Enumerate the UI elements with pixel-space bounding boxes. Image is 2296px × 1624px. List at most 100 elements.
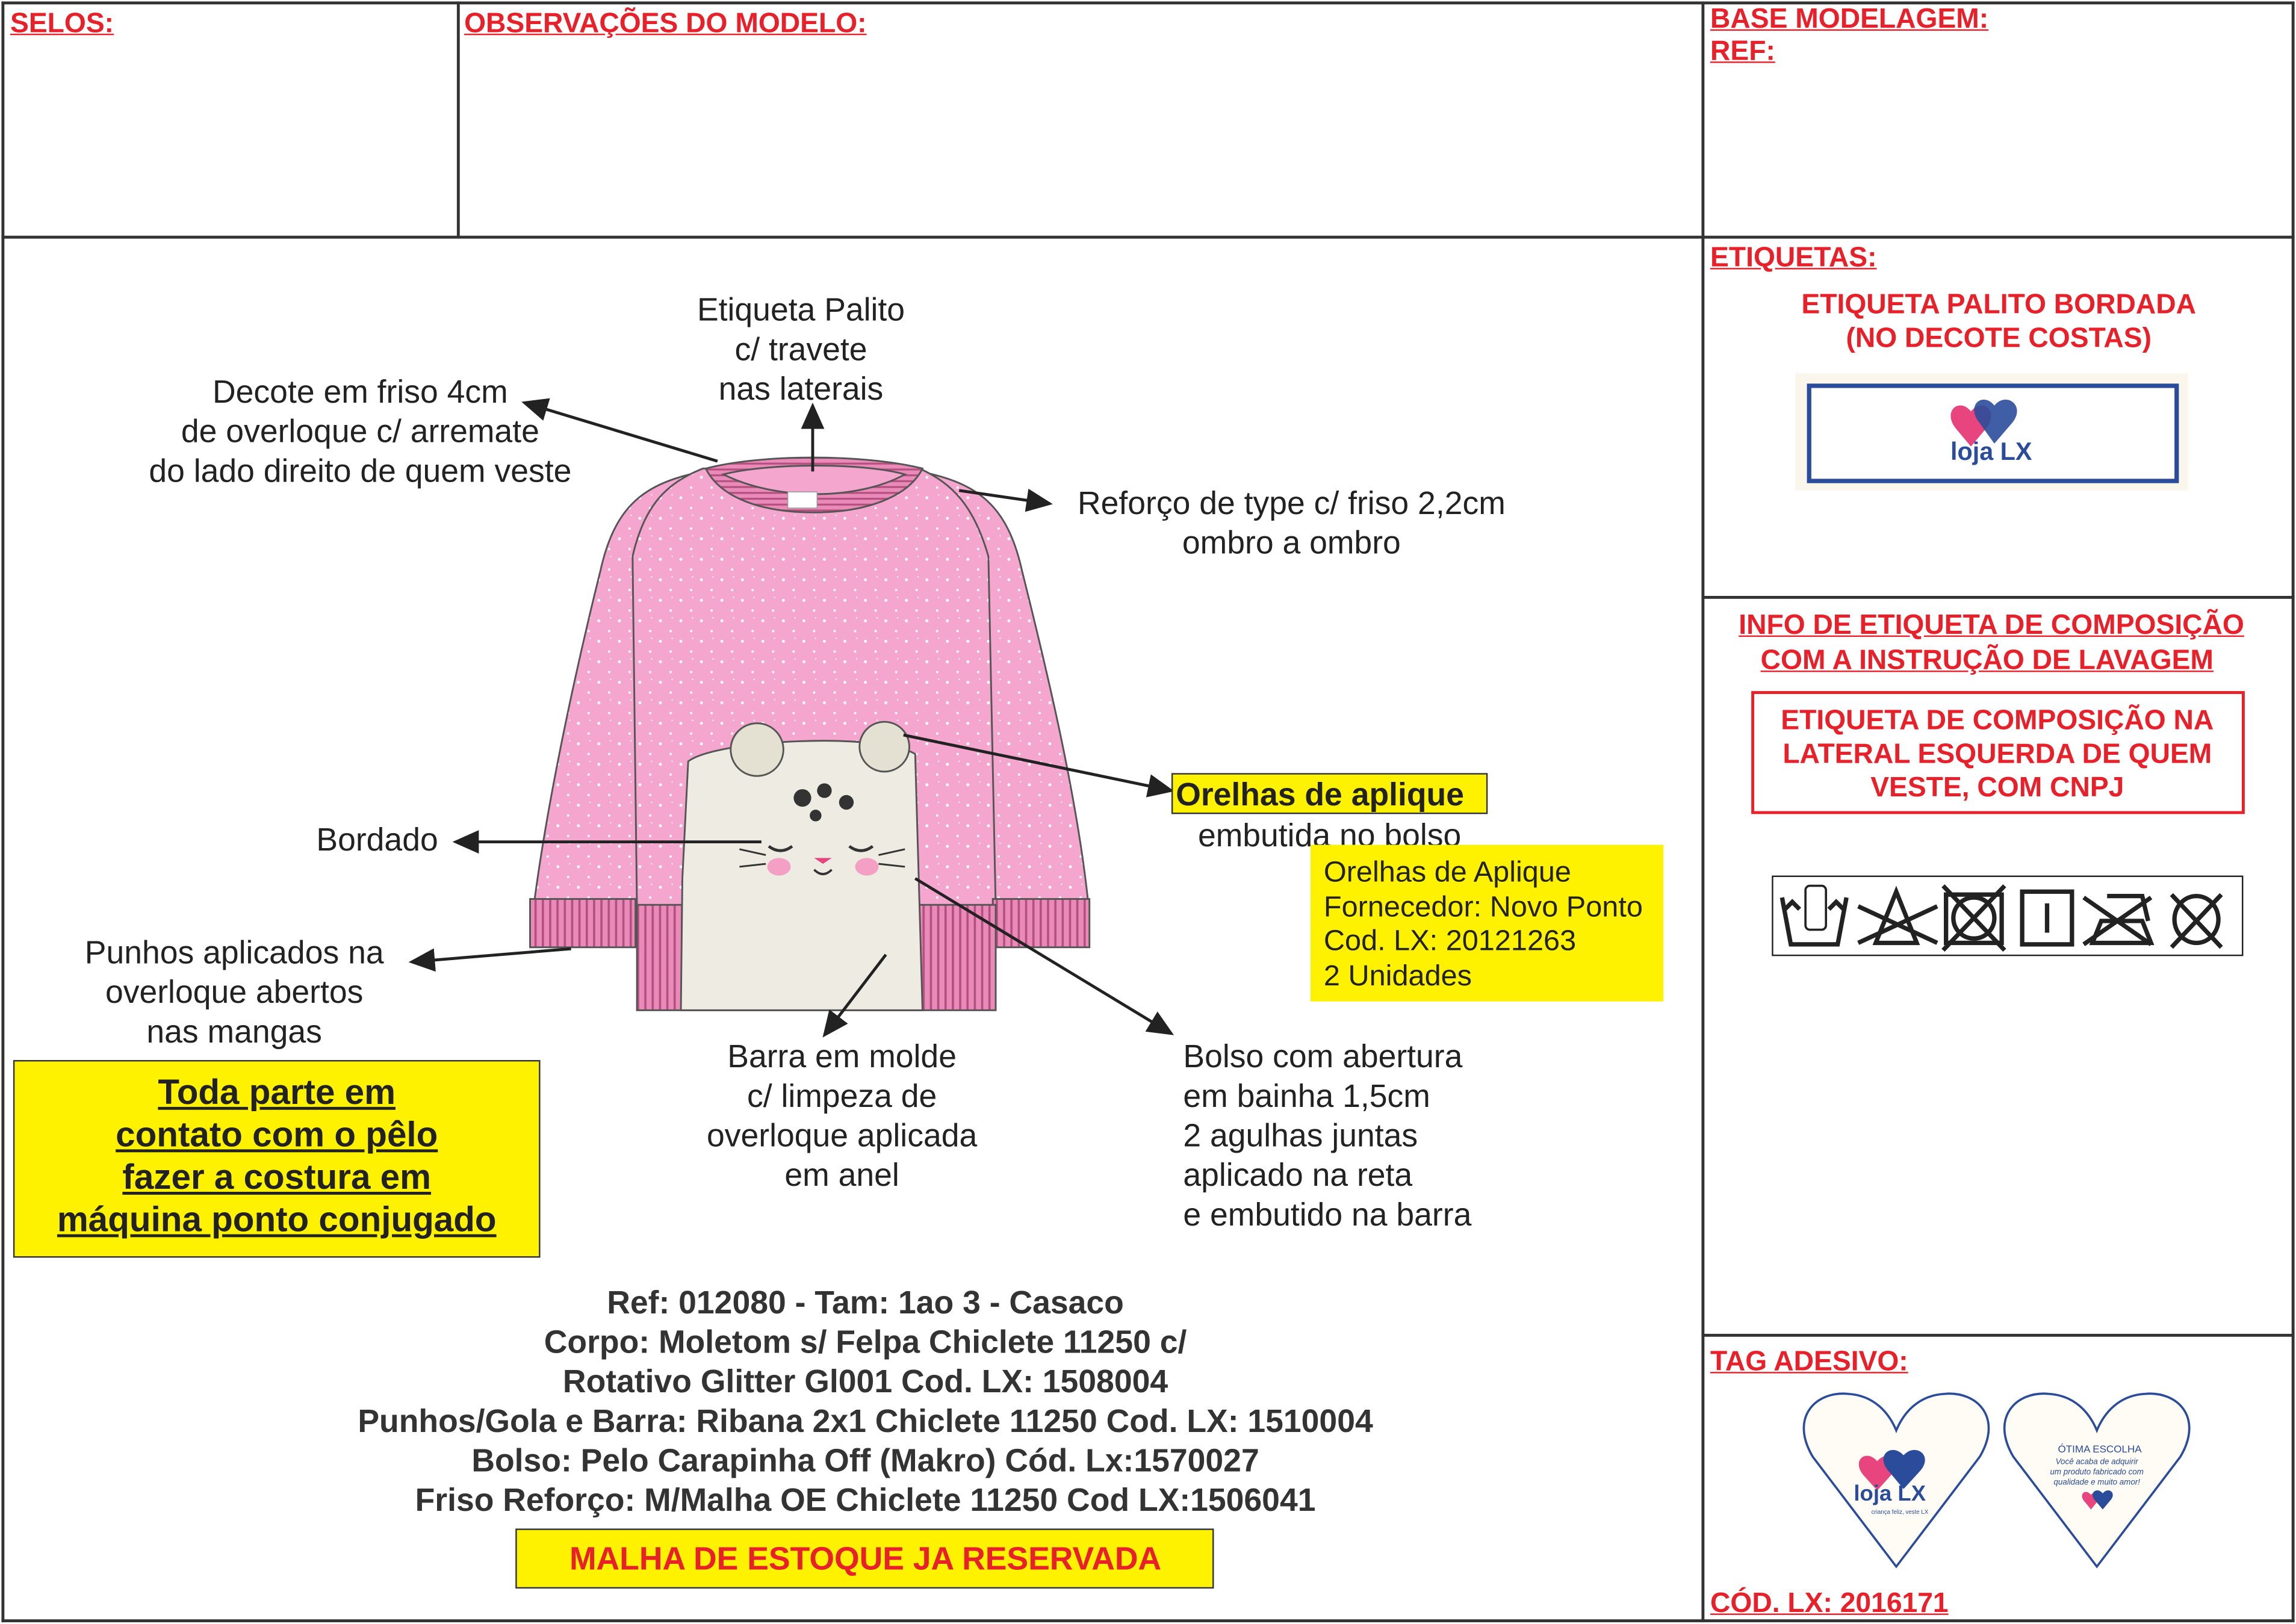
arrow-punhos	[408, 947, 571, 972]
note-line: Toda parte em	[158, 1073, 396, 1113]
annotation-line: em anel	[784, 1156, 899, 1194]
divider-selos	[456, 1, 460, 238]
border-right	[2291, 1, 2295, 1623]
left-cuff	[529, 898, 637, 949]
ref-label: REF:	[1710, 36, 1775, 67]
annotation-barra: Barra em molde c/ limpeza de overloque a…	[707, 1037, 977, 1195]
tag-back-line: qualidade e muito amor!	[2053, 1478, 2140, 1488]
etiquetas-label: ETIQUETAS:	[1710, 243, 1877, 274]
annotation-line: do lado direito de quem veste	[149, 452, 572, 489]
border-left	[1, 1, 5, 1623]
right-ear	[858, 721, 910, 773]
do-not-tumble-dry-icon	[1941, 884, 2006, 952]
tag-back-title: ÓTIMA ESCOLHA	[2058, 1445, 2142, 1455]
annotation-line: c/ limpeza de	[746, 1077, 937, 1115]
info-line: Fornecedor: Novo Ponto	[1323, 891, 1643, 923]
arrow-reforco	[958, 488, 1053, 512]
divider-top-row	[1, 235, 2295, 239]
annotation-orelhas-title: Orelhas de aplique	[1176, 776, 1465, 813]
annotation-line: overloque abertos	[105, 973, 364, 1011]
observacoes-label: OBSERVAÇÕES DO MODELO:	[464, 8, 867, 40]
annotation-line: ombro a ombro	[1182, 524, 1401, 561]
stock-note-box	[515, 1528, 1214, 1589]
annotation-line: Bolso com abertura	[1183, 1038, 1463, 1075]
spec-block: Ref: 012080 - Tam: 1ao 3 - Casaco Corpo:…	[358, 1283, 1373, 1520]
left-ear	[730, 722, 784, 777]
border-top	[1, 1, 2295, 5]
tag-back-text: Você acaba de adquirir um produto fabric…	[2050, 1458, 2143, 1489]
note-line: contato com o pêlo	[116, 1115, 438, 1156]
hand-wash-icon	[1779, 884, 1849, 947]
annotation-line: nas mangas	[146, 1013, 322, 1050]
annotation-line: Punhos aplicados na	[84, 934, 384, 971]
care-symbols-box	[1772, 875, 2244, 956]
arrow-orelhas	[903, 733, 1174, 798]
annotation-bordado: Bordado	[316, 821, 438, 858]
composicao-box-line: VESTE, COM CNPJ	[1870, 773, 2124, 804]
info-line: 2 Unidades	[1323, 959, 1472, 992]
etiqueta-line: ETIQUETA PALITO BORDADA	[1801, 290, 2197, 321]
note-line: fazer a costura em	[122, 1158, 432, 1198]
note-line: máquina ponto conjugado	[57, 1200, 497, 1241]
tag-front-slogan: criança feliz, veste LX	[1871, 1508, 1929, 1516]
annotation-punhos: Punhos aplicados na overloque abertos na…	[85, 932, 384, 1051]
annotation-line: nas laterais	[718, 370, 884, 408]
tag-front-logo: loja LX	[1854, 1481, 1926, 1507]
tag-code: CÓD. LX: 2016171	[1710, 1588, 1949, 1620]
palito-label-image: loja LX	[1795, 373, 2188, 491]
arrow-decote	[521, 398, 718, 463]
composicao-box-line: ETIQUETA DE COMPOSIÇÃO NA	[1781, 705, 2214, 737]
annotation-line: Decote em friso 4cm	[213, 373, 508, 411]
spec-line: Rotativo Glitter Gl001 Cod. LX: 1508004	[562, 1363, 1168, 1400]
annotation-line: de overloque c/ arremate	[181, 412, 539, 450]
annotation-line: 2 agulhas juntas	[1183, 1117, 1418, 1154]
arrow-barra	[822, 953, 887, 1038]
neck-label-icon	[787, 491, 818, 509]
composicao-title: INFO DE ETIQUETA DE COMPOSIÇÃO	[1739, 610, 2244, 642]
tag-adesivo-label: TAG ADESIVO:	[1710, 1347, 1908, 1378]
pocket	[680, 740, 923, 1011]
logo-text: loja LX	[1950, 438, 2032, 466]
cat-face-icon	[739, 783, 905, 876]
do-not-iron-icon	[2082, 893, 2155, 946]
annotation-line: c/ travete	[734, 330, 867, 368]
annotation-bolso: Bolso com abertura em bainha 1,5cm 2 agu…	[1183, 1037, 1471, 1234]
divider-right-col	[1701, 1, 1705, 1623]
annotation-line: Barra em molde	[727, 1038, 957, 1075]
stock-note: MALHA DE ESTOQUE JA RESERVADA	[569, 1540, 1162, 1577]
spec-line: Punhos/Gola e Barra: Ribana 2x1 Chiclete…	[358, 1402, 1373, 1440]
annotation-reforco: Reforço de type c/ friso 2,2cm ombro a o…	[1078, 483, 1506, 562]
costura-note-box	[13, 1060, 541, 1258]
base-modelagem-label: BASE MODELAGEM:	[1710, 4, 1989, 36]
orelhas-info-box	[1310, 845, 1664, 1002]
orelhas-info: Orelhas de Aplique Fornecedor: Novo Pont…	[1324, 857, 1643, 994]
info-line: Orelhas de Aplique	[1323, 856, 1572, 889]
spec-line: Bolso: Pelo Carapinha Off (Makro) Cód. L…	[471, 1442, 1259, 1479]
annotation-line: overloque aplicada	[706, 1117, 978, 1154]
tag-back-line: um produto fabricado com	[2050, 1468, 2144, 1478]
divider-etiquetas	[1701, 595, 2295, 599]
do-not-dry-clean-icon	[2170, 893, 2223, 949]
right-cuff	[991, 898, 1091, 949]
annotation-etiqueta-palito: Etiqueta Palito c/ travete nas laterais	[697, 290, 905, 409]
costura-note: Toda parte em contato com o pêlo fazer a…	[57, 1072, 497, 1242]
annotation-decote: Decote em friso 4cm de overloque c/ arre…	[149, 372, 571, 491]
composicao-box-line: LATERAL ESQUERDA DE QUEM	[1783, 739, 2212, 770]
composicao-box	[1751, 691, 2245, 814]
annotation-line: e embutido na barra	[1183, 1196, 1472, 1233]
loja-lx-logo	[1950, 399, 2017, 447]
spec-line: Corpo: Moletom s/ Felpa Chiclete 11250 c…	[544, 1323, 1187, 1360]
tag-back-line: Você acaba de adquirir	[2055, 1458, 2138, 1467]
arrow-bolso	[914, 877, 1174, 1035]
annotation-line: Reforço de type c/ friso 2,2cm	[1077, 485, 1506, 521]
info-line: Cod. LX: 20121263	[1323, 925, 1577, 958]
line-dry-icon	[2020, 889, 2074, 947]
spec-line: Ref: 012080 - Tam: 1ao 3 - Casaco	[607, 1284, 1124, 1321]
do-not-bleach-icon	[1857, 885, 1938, 946]
orelhas-highlight	[1171, 773, 1488, 814]
annotation-line: aplicado na reta	[1183, 1156, 1413, 1194]
selos-label: SELOS:	[10, 8, 114, 40]
spec-line: Friso Reforço: M/Malha OE Chiclete 11250…	[415, 1481, 1316, 1519]
